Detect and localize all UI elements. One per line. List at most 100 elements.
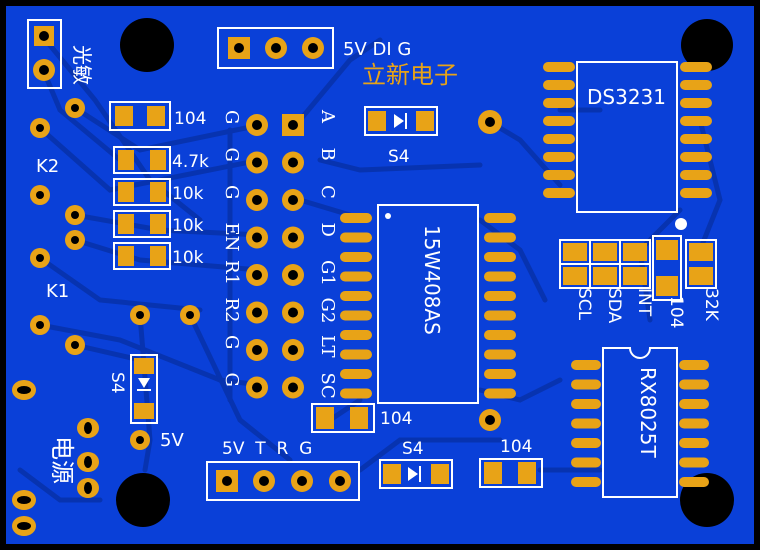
rtc-bottom-pad [679,399,709,409]
diode-bottom-label: S4 [402,439,424,459]
mcu-pad [340,388,372,399]
header-left-label: G [221,148,242,162]
header-right-label: A [317,109,338,124]
header-right-label: G2 [317,298,338,324]
header-right-label: G1 [317,260,338,286]
brand-label: 立新电子 [362,61,458,89]
header-right-label: LT [317,335,338,358]
i2c-sda-label: SDA [604,288,624,324]
k2-label: K2 [36,156,59,177]
k1-label: K1 [46,281,69,302]
header-left-label: G [221,335,242,349]
rtc-bottom-pad [571,477,601,487]
header-left-label: EN [221,223,242,252]
rtc-bottom-pad [679,438,709,448]
diode-top-label: S4 [388,147,410,167]
rtc-top-pad [543,98,575,108]
vias [130,110,502,450]
res2-label: 10k [172,184,204,204]
rtc-bottom-pad [571,438,601,448]
header-left-label: G [221,185,242,199]
mcu-pad [484,388,516,399]
top-header [217,27,334,69]
cap-mcu-label: 104 [380,409,412,429]
rtc-top-pad [680,116,712,126]
mcu-pad [340,271,372,282]
header-left-label: G [221,110,242,124]
header-right-label: D [317,223,338,237]
cap-top-label: 104 [174,109,206,129]
cap-bottom [479,458,543,488]
header-left-label: G [221,373,242,387]
rtc-top-pad [543,80,575,90]
mcu-pad [340,291,372,301]
rtc-top-pad [680,152,712,162]
i2c-32k-label: 32K [701,288,721,322]
res4-label: 10k [172,248,204,268]
rtc-bottom-pad [679,477,709,487]
mcu-pad [340,330,372,340]
mcu-pad [484,310,516,321]
cap-mcu [311,403,375,433]
rtc-top-label: DS3231 [587,85,666,109]
mcu-pad [484,369,516,379]
mcu-pad [484,330,516,340]
pin-header-2x8 [246,114,304,399]
header-left-label: R1 [221,260,242,285]
header-right-label: SC [317,373,338,399]
cap-rtc-label: 104 [666,296,686,328]
rtc-bottom-pad [679,457,709,468]
res1-label: 4.7k [172,152,209,172]
light-sensor-outline [27,19,62,89]
rtc-bottom-pad [571,457,601,468]
rtc-bottom-chip [571,347,709,498]
mcu-pad [340,349,372,360]
rtc-bottom-pad [571,399,601,409]
rtc-top-pad [543,170,575,180]
mcu-pad [340,369,372,379]
diode-left-label: S4 [107,372,127,394]
rtc-top-pad [543,152,575,162]
mcu-pad [340,213,372,223]
rtc-top-pad [543,134,575,144]
smd-passives-left [109,101,171,270]
rtc-top-pad [680,80,712,90]
i2c-pads [559,235,717,301]
mcu-pad [340,252,372,262]
bottom-header-label: 5V T R G [222,439,312,459]
cap-bottom-label: 104 [500,437,532,457]
diode-left [130,354,158,424]
rtc-top-pad [543,62,575,72]
mcu-pad [484,271,516,282]
rtc-top-pad [680,62,712,72]
mcu-chip [340,204,516,404]
mcu-pad [484,349,516,360]
rtc-bottom-pad [679,379,709,390]
mcu-pad [484,252,516,262]
mcu-pad [340,232,372,243]
header-right-label: B [317,148,338,161]
bottom-header [206,461,360,501]
mcu-pad [340,310,372,321]
mcu-pad [484,213,516,223]
top-header-label: 5V DI G [343,39,411,60]
header-left-label: R2 [221,298,242,323]
rtc-top-pad [680,170,712,180]
res3-label: 10k [172,216,204,236]
rtc-top-pad [680,98,712,108]
rtc-top-pad [680,134,712,144]
rtc-top-pad [543,116,575,126]
rtc-bottom-pad [571,379,601,390]
rtc-bottom-pad [571,418,601,429]
diode-bottom [379,459,453,489]
mcu-pad [484,232,516,243]
diode-top [364,106,438,136]
mounting-hole [116,473,170,527]
mounting-hole [120,18,174,72]
rtc-top-pad [680,188,712,198]
